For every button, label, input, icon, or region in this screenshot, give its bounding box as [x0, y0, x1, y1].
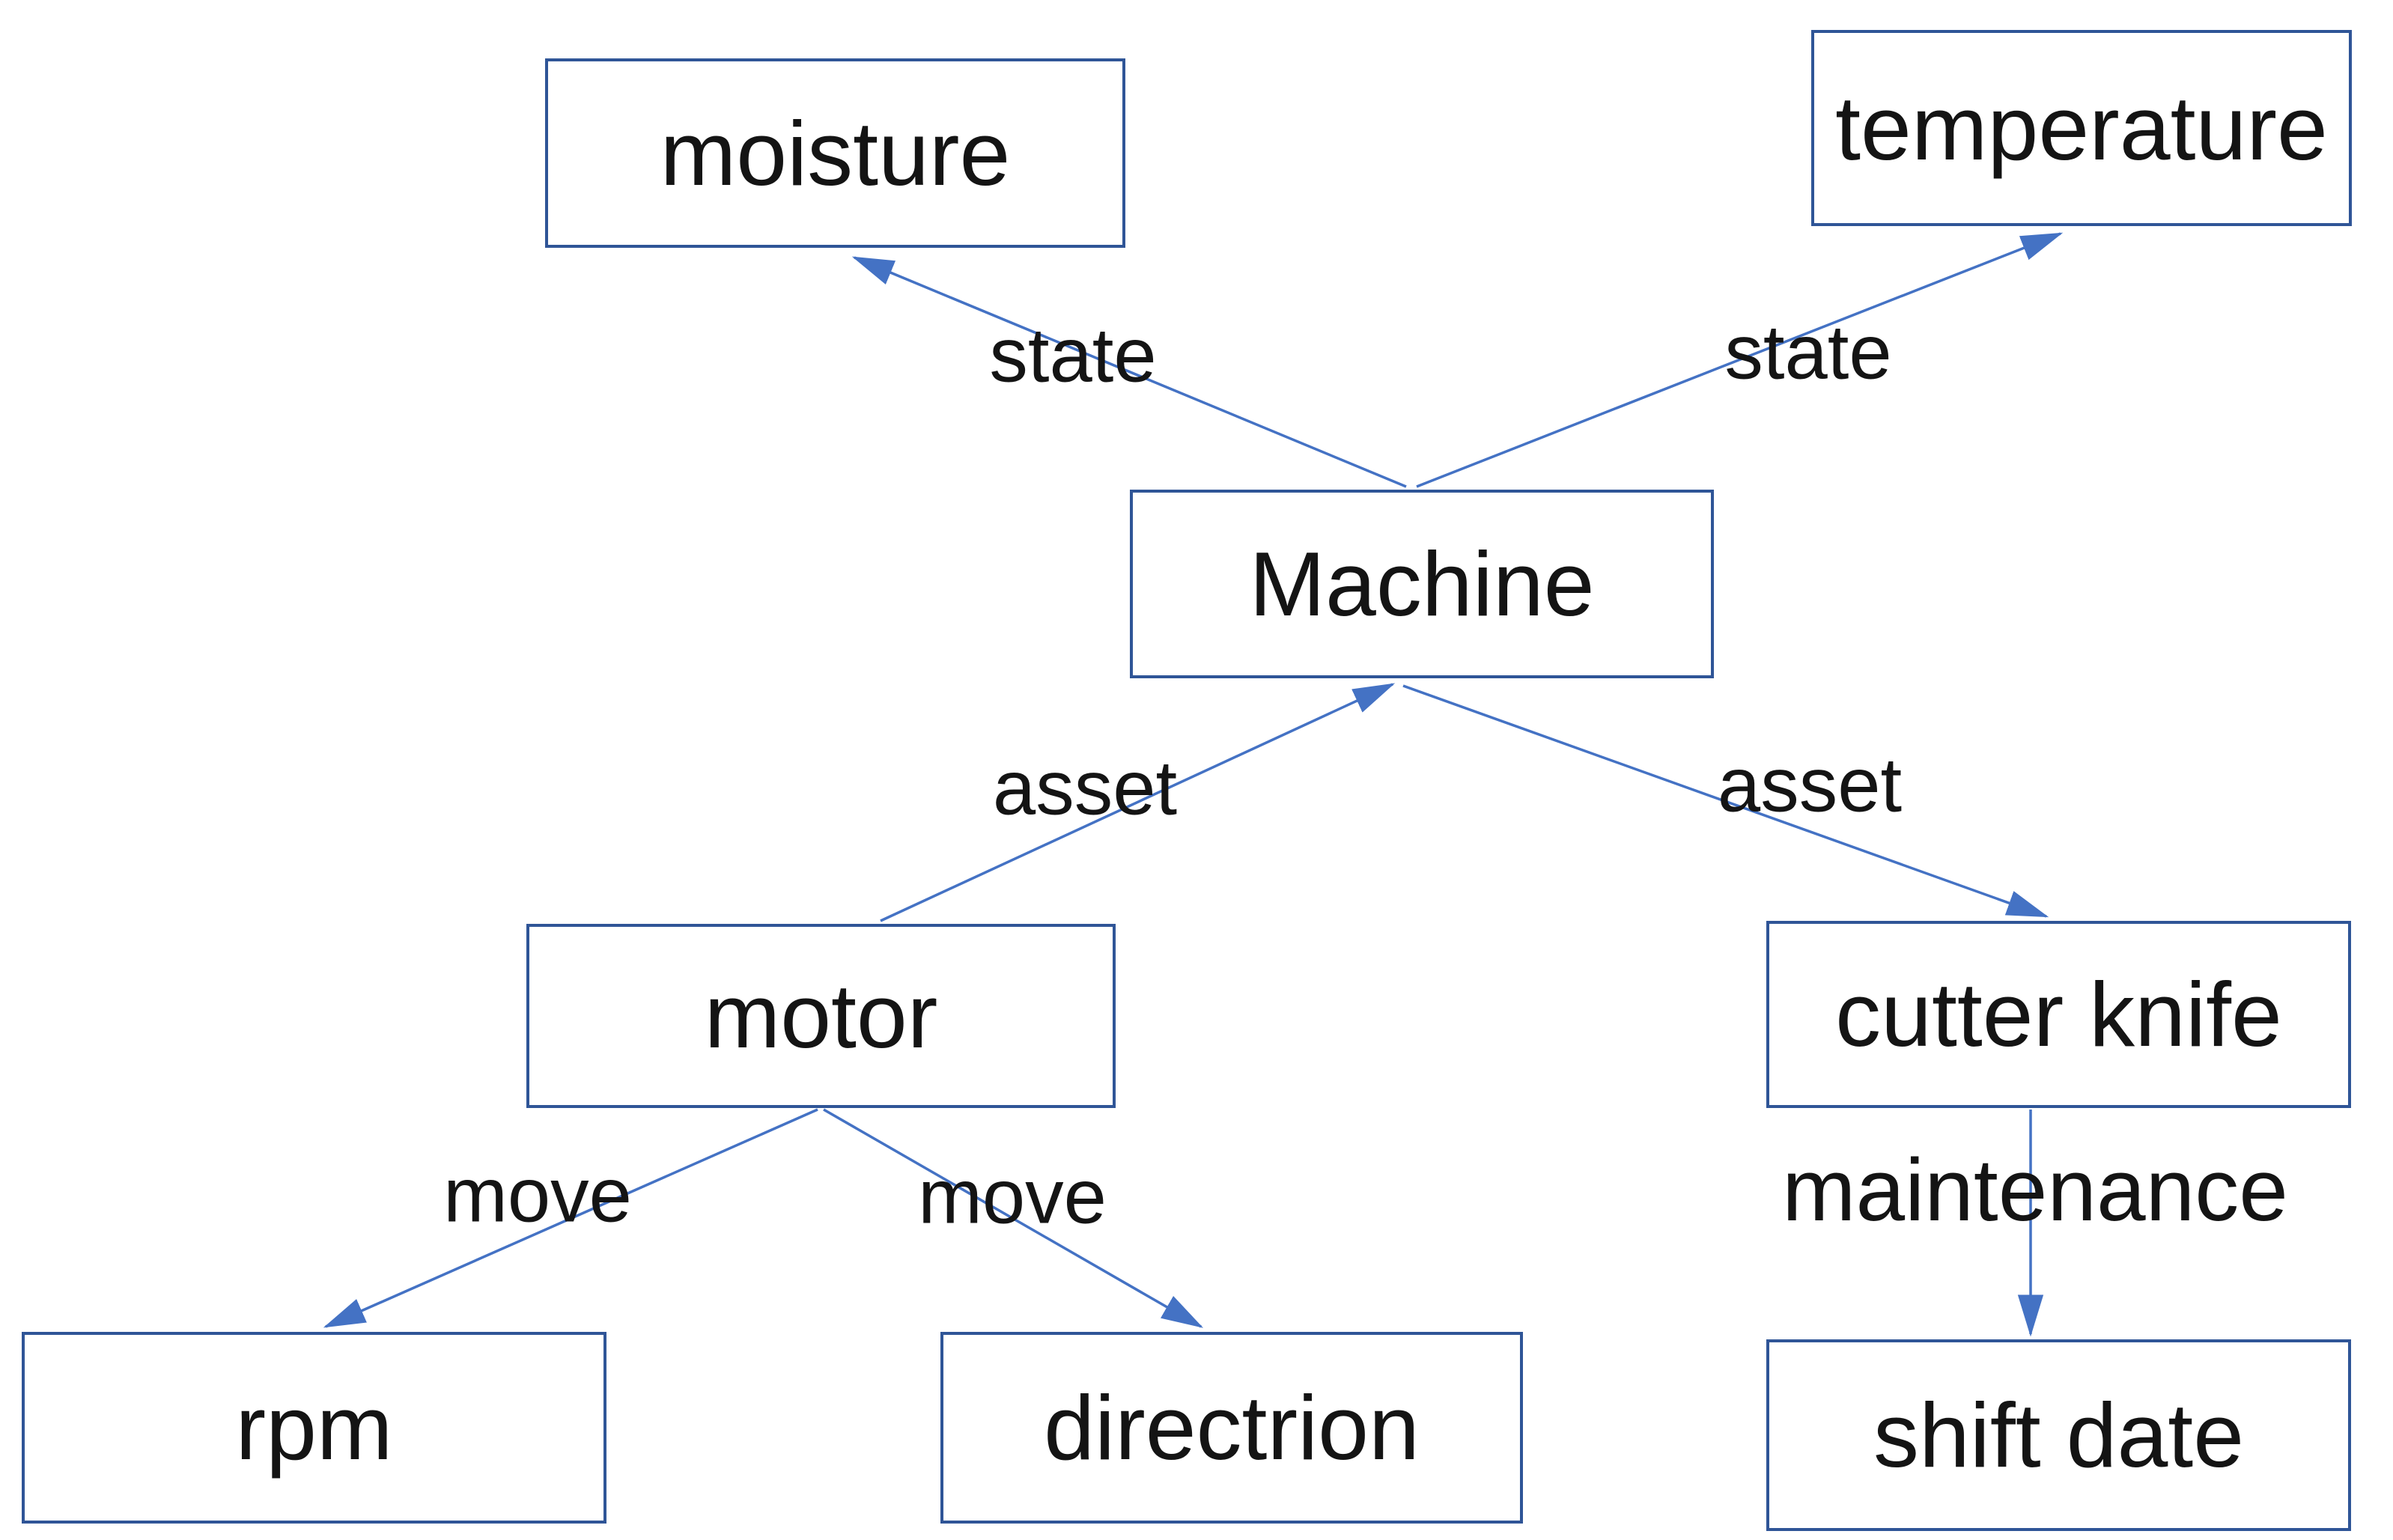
arrow-machine-to-moisture: [851, 256, 1407, 488]
node-motor: motor: [526, 924, 1116, 1108]
node-cutter-knife-label: cutter knife: [1835, 964, 2282, 1065]
node-motor-label: motor: [704, 965, 938, 1067]
node-machine: Machine: [1130, 490, 1714, 678]
edge-label-maintenance: maintenance: [1782, 1141, 2288, 1240]
node-rpm: rpm: [22, 1332, 606, 1524]
node-machine-label: Machine: [1249, 533, 1595, 635]
node-directrion: directrion: [940, 1332, 1523, 1524]
arrow-motor-to-rpm: [323, 1108, 818, 1328]
arrow-motor-to-directrion: [823, 1108, 1204, 1328]
edge-label-asset-motor: asset: [992, 744, 1178, 831]
node-directrion-label: directrion: [1044, 1377, 1420, 1479]
arrow-machine-to-temperature: [1416, 232, 2064, 488]
edge-label-asset-cutter-knife: asset: [1717, 741, 1903, 828]
edge-label-state-moisture: state: [989, 311, 1157, 398]
edge-label-state-temperature: state: [1724, 308, 1892, 395]
node-cutter-knife: cutter knife: [1766, 921, 2351, 1108]
node-shift-date-label: shift date: [1873, 1384, 2245, 1486]
edge-label-move-rpm: move: [443, 1151, 632, 1238]
node-temperature-label: temperature: [1835, 77, 2328, 179]
node-shift-date: shift date: [1766, 1339, 2351, 1531]
node-moisture: moisture: [545, 58, 1125, 248]
node-moisture-label: moisture: [660, 102, 1011, 204]
arrow-motor-to-machine: [880, 683, 1396, 922]
arrow-machine-to-cutter-knife: [1402, 684, 2049, 918]
node-temperature: temperature: [1811, 30, 2352, 226]
edge-label-move-directrion: move: [918, 1153, 1107, 1240]
node-rpm-label: rpm: [235, 1377, 393, 1479]
